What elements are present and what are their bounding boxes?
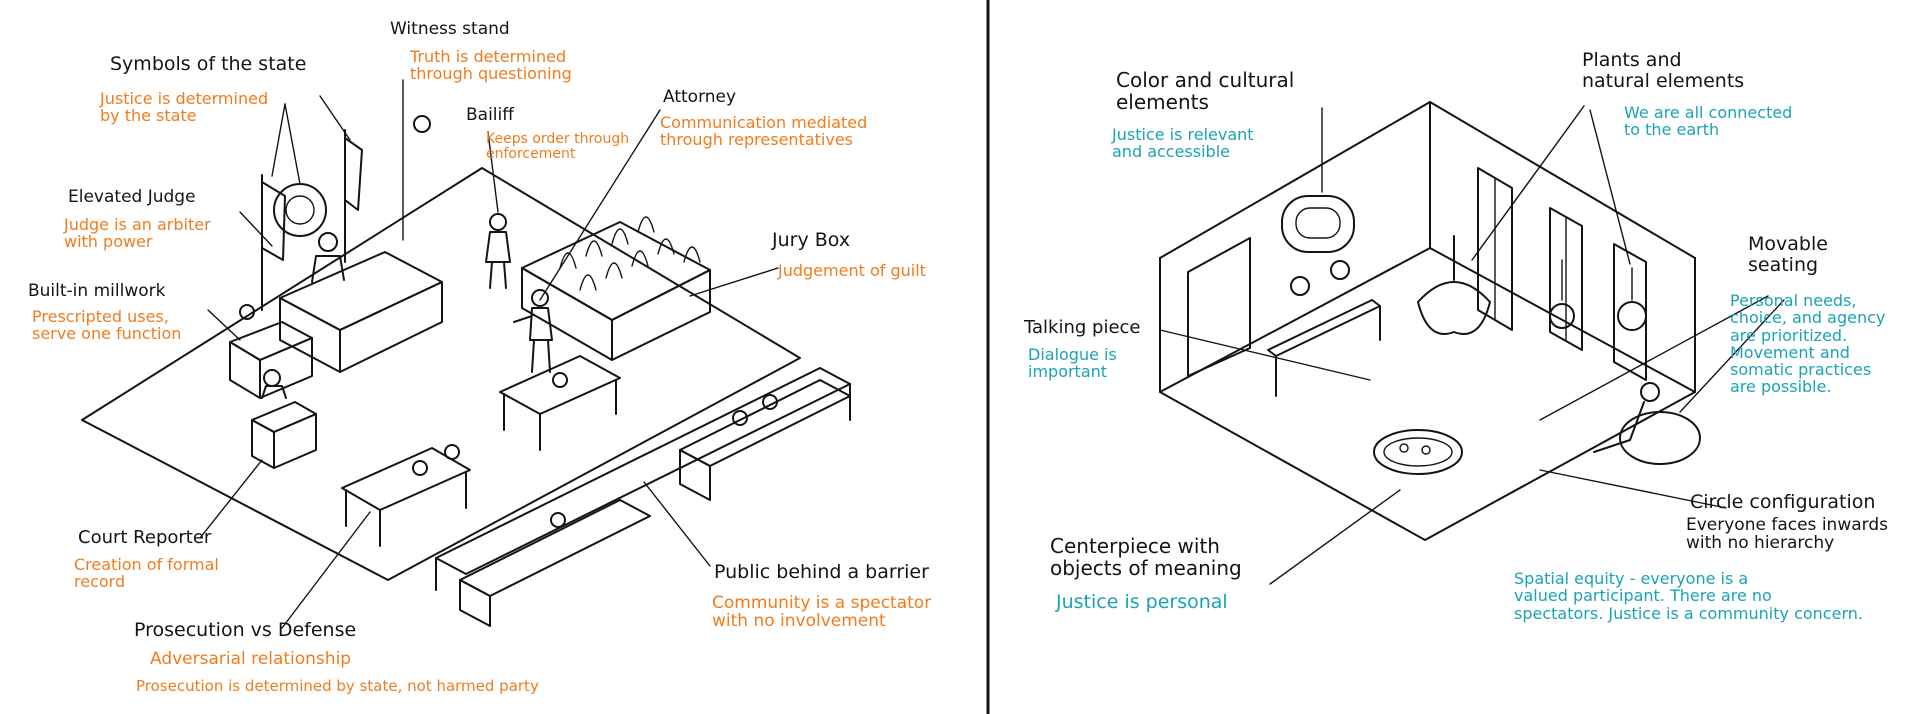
attorney-title: Attorney: [663, 87, 737, 107]
seating-title: Movable seating: [1748, 233, 1828, 276]
color-title: Color and cultural elements: [1116, 68, 1295, 114]
bailiff-title: Bailiff: [466, 105, 514, 125]
seating-note: Personal needs, choice, and agency are p…: [1730, 291, 1886, 397]
reporter-note: Creation of formal record: [74, 555, 219, 592]
judge-title: Elevated Judge: [68, 187, 196, 207]
courtroom-drawing: [81, 79, 851, 629]
prosecution-note-2: Prosecution is determined by state, not …: [136, 677, 539, 695]
prosecution-note: Adversarial relationship: [150, 649, 352, 669]
color-note: Justice is relevant and accessible: [1112, 125, 1254, 162]
talking-note: Dialogue is important: [1028, 345, 1117, 382]
flags: [261, 129, 363, 311]
jury-title: Jury Box: [772, 229, 851, 251]
clock: [413, 115, 431, 133]
prosecution-title: Prosecution vs Defense: [134, 619, 357, 641]
door: [1187, 237, 1251, 377]
side-table: [1267, 299, 1381, 397]
judge-bench: [279, 232, 443, 373]
windows: [1477, 167, 1647, 381]
hanging-plants: [1417, 235, 1647, 335]
public-gallery: [435, 367, 851, 627]
millwork-title: Built-in millwork: [28, 281, 166, 301]
beanbag-seat: [1593, 382, 1701, 465]
prosecution-table: [341, 444, 471, 547]
jury-box: [521, 216, 711, 361]
millwork-note: Prescripted uses, serve one function: [32, 307, 182, 344]
attorney-figure: [513, 289, 553, 373]
equity-note: Spatial equity - everyone is a valued pa…: [1514, 569, 1863, 623]
witness-stand: [229, 304, 313, 399]
plants-note: We are all connected to the earth: [1624, 103, 1793, 140]
circle-title: Circle configuration: [1690, 491, 1876, 513]
reporter-desk: [251, 369, 317, 469]
plants-title: Plants and natural elements: [1582, 49, 1745, 92]
witness-stand-title: Witness stand: [390, 19, 510, 39]
attorney-note: Communication mediated through represent…: [660, 113, 868, 150]
wall-hanging: [1281, 195, 1355, 296]
courtroom-leaders: [199, 79, 779, 629]
centerpiece-title: Centerpiece with objects of meaning: [1050, 534, 1242, 580]
circle-note: Everyone faces inwards with no hierarchy: [1686, 515, 1888, 554]
witness-stand-note: Truth is determined through questioning: [410, 47, 572, 84]
talking-title: Talking piece: [1024, 317, 1141, 338]
defense-table: [499, 355, 621, 451]
bailiff-figure: [485, 213, 511, 289]
symbols-title: Symbols of the state: [110, 53, 307, 75]
centerpiece-note: Justice is personal: [1056, 591, 1228, 613]
public-note: Community is a spectator with no involve…: [712, 593, 932, 632]
public-title: Public behind a barrier: [714, 561, 929, 583]
reporter-title: Court Reporter: [78, 527, 212, 548]
circle-room-drawing: [1159, 101, 1785, 585]
bailiff-note: Keeps order through enforcement: [486, 131, 630, 163]
room-leaders: [1159, 105, 1785, 585]
chair-circle: [1373, 429, 1463, 475]
symbols-note: Justice is determined by the state: [100, 89, 269, 126]
judge-note: Judge is an arbiter with power: [64, 215, 211, 252]
jury-note: Judgement of guilt: [778, 261, 926, 280]
